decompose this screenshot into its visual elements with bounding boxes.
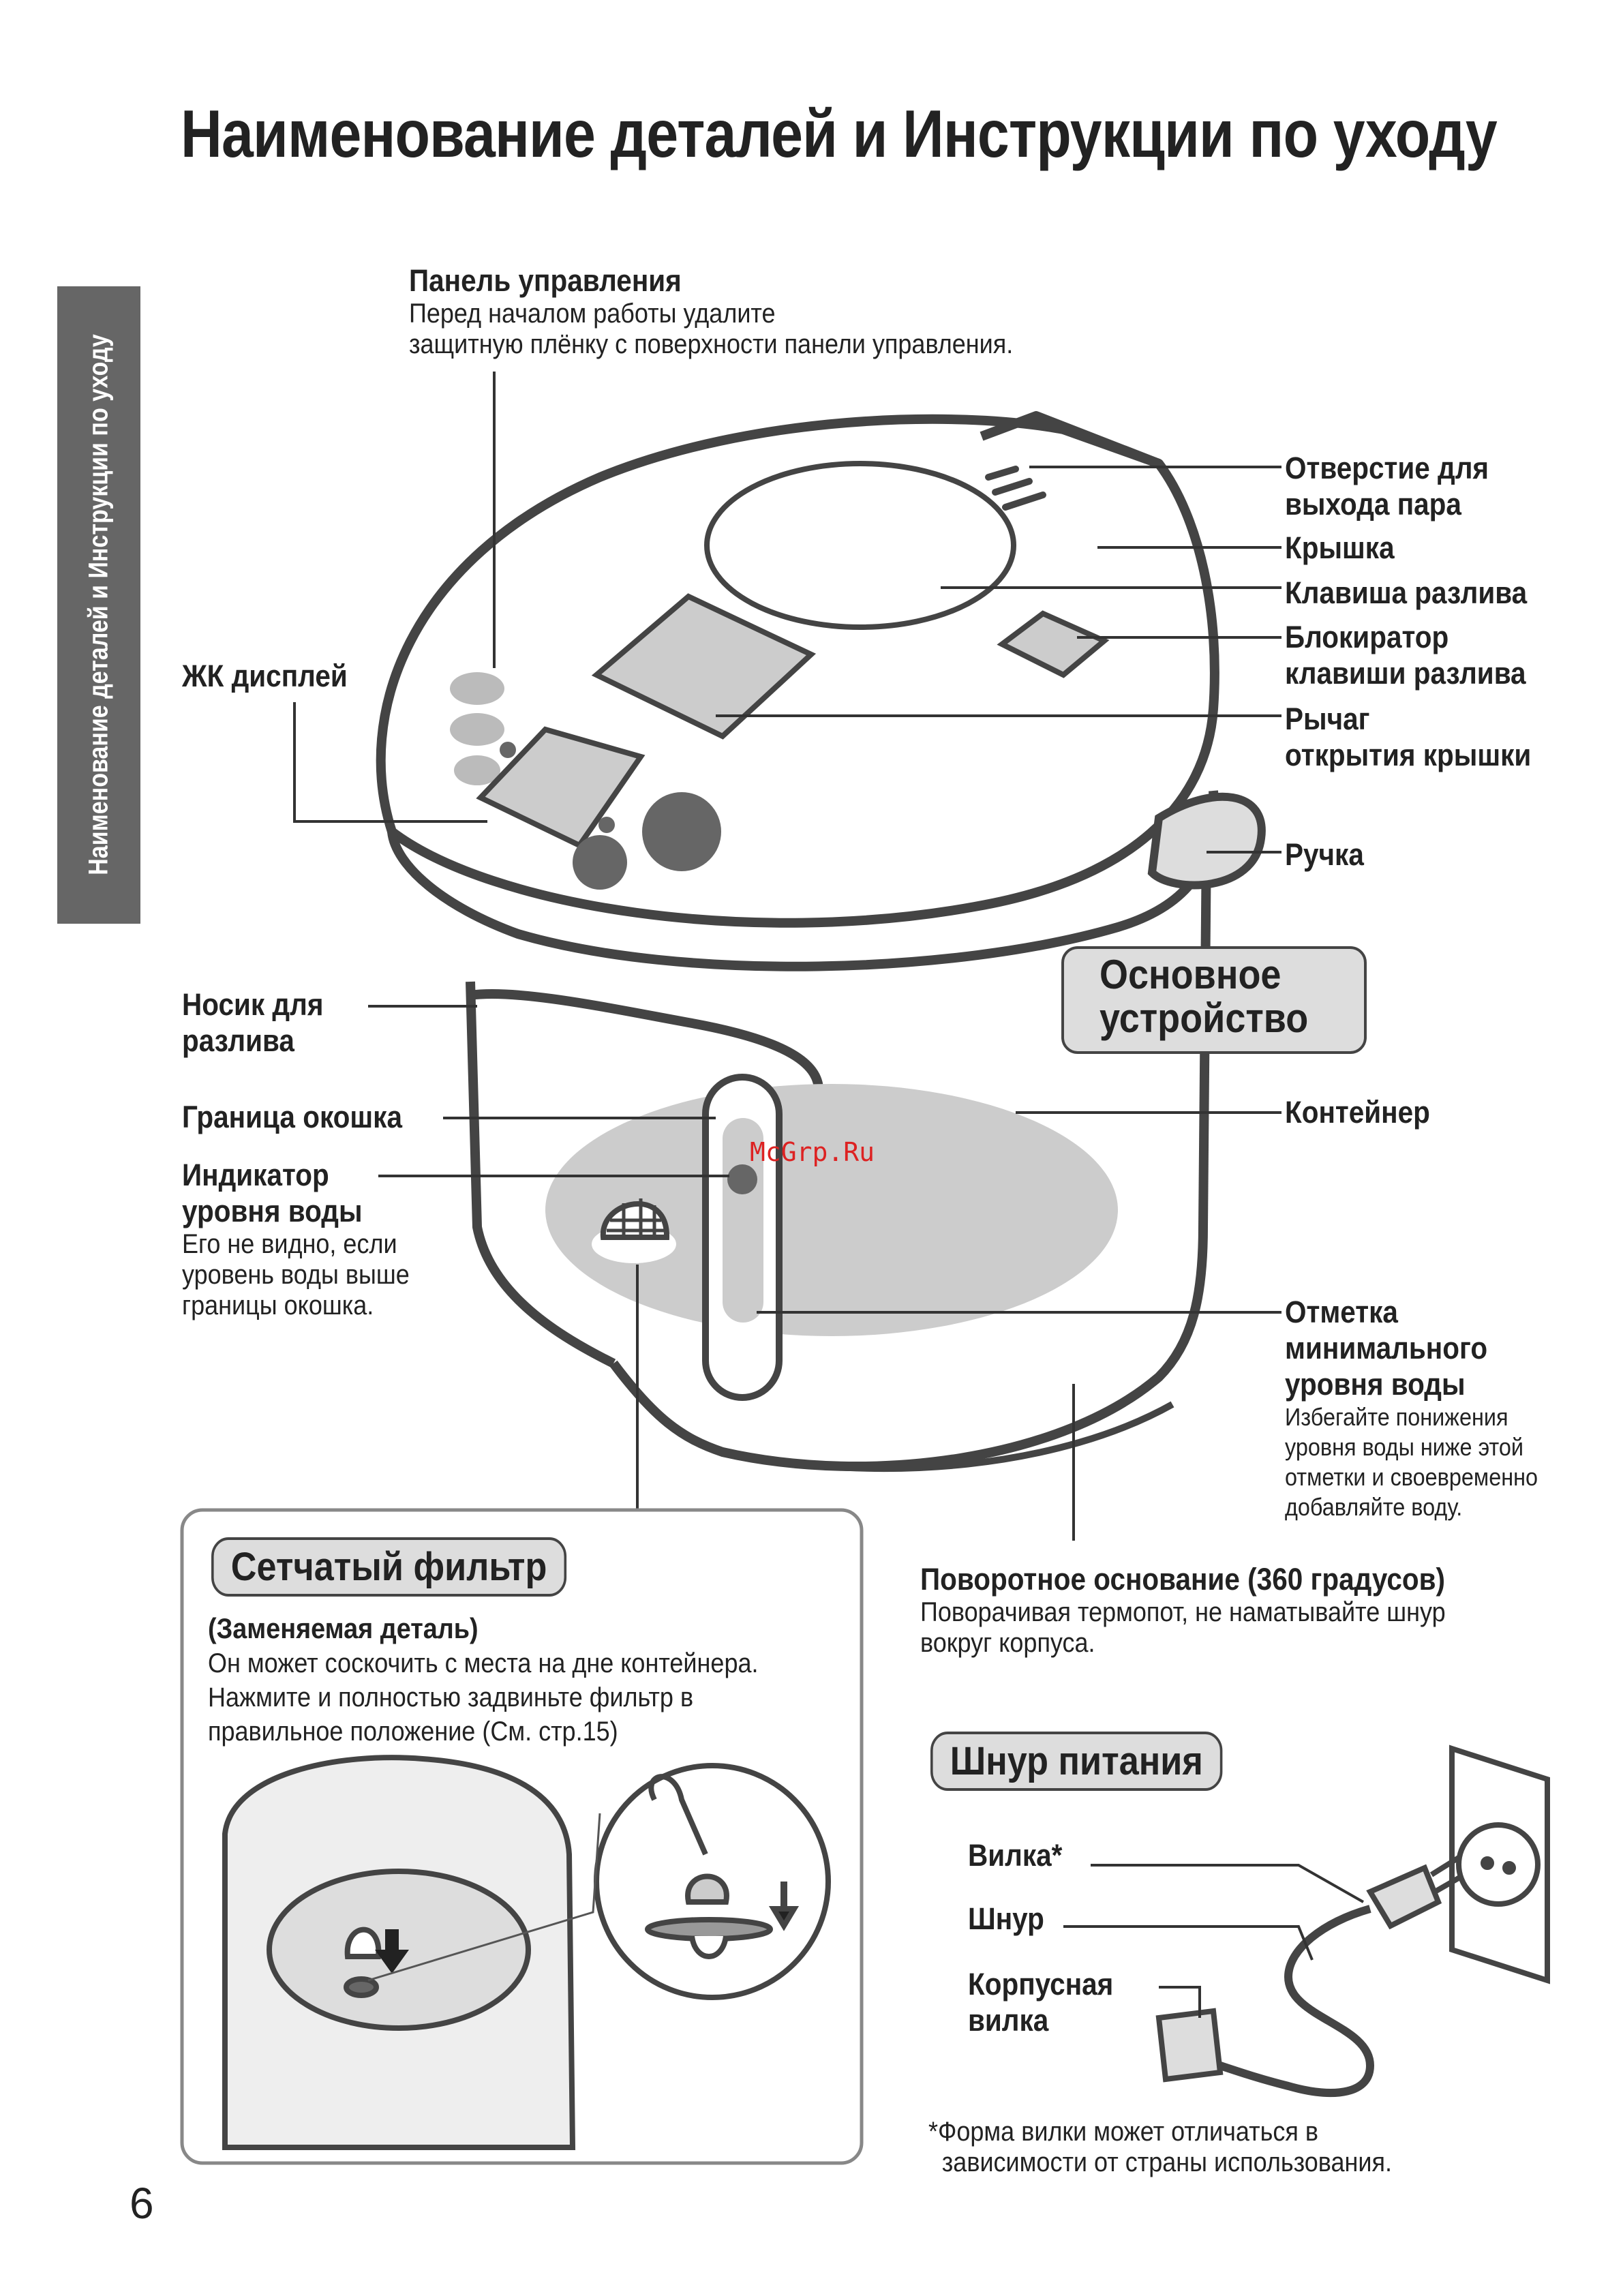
- min-level-note-3: отметки и своевременно: [1285, 1463, 1538, 1491]
- filter-box-title: Сетчатый фильтр: [211, 1537, 567, 1597]
- side-tab-label: Наименование деталей и Инструкции по ухо…: [83, 334, 114, 875]
- key-lock-line-2: клавиши разлива: [1285, 656, 1526, 691]
- window-border-label: Граница окошка: [182, 1100, 402, 1134]
- water-indicator-line-1: Индикатор: [182, 1158, 329, 1192]
- spout-line-2: разлива: [182, 1023, 294, 1058]
- filter-box-text-3: правильное положение (См. стр.15): [208, 1717, 618, 1747]
- steam-vent-label: Отверстие для выхода пара: [1285, 450, 1489, 522]
- min-level-note-1: Избегайте понижения: [1285, 1403, 1508, 1431]
- control-panel-shape: [450, 672, 721, 890]
- lid-lever-line-2: открытия крышки: [1285, 738, 1532, 772]
- main-unit-badge: Основное устройство: [1061, 946, 1367, 1054]
- control-panel-label: Панель управления: [409, 263, 682, 298]
- spout-label: Носик для разлива: [182, 986, 323, 1059]
- dispense-key-label: Клавиша разлива: [1285, 575, 1528, 610]
- filter-box-text: (Заменяемая деталь) Он может соскочить с…: [208, 1610, 758, 1749]
- filter-box-subtitle: (Заменяемая деталь): [208, 1612, 479, 1644]
- plug-label: Вилка*: [968, 1838, 1063, 1873]
- appliance-plug-label: Корпусная вилка: [968, 1966, 1113, 2038]
- appliance-plug-line-1: Корпусная: [968, 1967, 1114, 2002]
- container-window-area: [545, 1084, 1118, 1336]
- leader-lines: [293, 372, 1281, 1541]
- handle-label: Ручка: [1285, 837, 1364, 872]
- lid-circle: [704, 461, 1016, 630]
- min-level-note-2: уровня воды ниже этой: [1285, 1433, 1523, 1461]
- swivel-base-group: Поворотное основание (360 градусов) Пово…: [920, 1561, 1446, 1659]
- container-label: Контейнер: [1285, 1095, 1430, 1130]
- cord-label: Шнур: [968, 1901, 1044, 1936]
- main-unit-line-2: устройство: [1099, 995, 1309, 1041]
- lcd-label: ЖК дисплей: [182, 659, 348, 693]
- filter-box-text-1: Он может соскочить с места на дне контей…: [208, 1648, 759, 1678]
- min-level-line-1: Отметка: [1285, 1295, 1398, 1329]
- lid-label: Крышка: [1285, 530, 1395, 565]
- control-panel-label-group: Панель управления Перед началом работы у…: [409, 262, 1013, 360]
- page-title: Наименование деталей и Инструкции по ухо…: [181, 96, 1498, 171]
- water-indicator-note-1: Его не видно, если: [182, 1229, 397, 1259]
- steam-vent-icon: [985, 466, 1046, 511]
- watermark: McGrp.Ru: [750, 1137, 875, 1167]
- swivel-base-note-1: Поворачивая термопот, не наматывайте шну…: [920, 1597, 1446, 1627]
- spout-line-1: Носик для: [182, 987, 324, 1022]
- appliance-plug-line-2: вилка: [968, 2003, 1049, 2038]
- lid-lever-line-1: Рычаг: [1285, 701, 1370, 736]
- key-lock-label: Блокиратор клавиши разлива: [1285, 619, 1526, 691]
- cord-footnote: *Форма вилки может отличаться в зависимо…: [928, 2117, 1392, 2178]
- mesh-filter-icon: [592, 1198, 676, 1263]
- lid-lever-shape: [591, 593, 817, 740]
- key-lock-shape: [997, 610, 1110, 678]
- lid-lever-label: Рычаг открытия крышки: [1285, 701, 1531, 773]
- cord-box-title: Шнур питания: [930, 1732, 1223, 1791]
- swivel-base-label: Поворотное основание (360 градусов): [920, 1562, 1446, 1597]
- cord-footnote-2: зависимости от страны использования.: [941, 2147, 1393, 2177]
- control-panel-note-1: Перед началом работы удалите: [409, 299, 776, 329]
- cord-footnote-1: *Форма вилки может отличаться в: [928, 2117, 1318, 2147]
- steam-vent-line-1: Отверстие для: [1285, 451, 1489, 485]
- water-indicator-note-2: уровень воды выше: [182, 1260, 410, 1290]
- steam-vent-line-2: выхода пара: [1285, 487, 1461, 522]
- page-number: 6: [130, 2179, 154, 2228]
- water-indicator-group: Индикатор уровня воды Его не видно, если…: [182, 1157, 410, 1321]
- min-level-group: Отметка минимального уровня воды Избегай…: [1285, 1294, 1538, 1522]
- min-level-note-4: добавляйте воду.: [1285, 1493, 1463, 1521]
- handle-shape: [1147, 792, 1266, 890]
- main-unit-line-1: Основное: [1099, 952, 1281, 997]
- key-lock-line-1: Блокиратор: [1285, 620, 1449, 654]
- swivel-base-note-2: вокруг корпуса.: [920, 1628, 1095, 1658]
- filter-box-text-2: Нажмите и полностью задвиньте фильтр в: [208, 1682, 694, 1712]
- water-indicator-line-2: уровня воды: [182, 1194, 363, 1228]
- min-level-line-3: уровня воды: [1285, 1367, 1466, 1402]
- control-panel-note-2: защитную плёнку с поверхности панели упр…: [409, 329, 1014, 359]
- power-cord-illustration: [1155, 1744, 1550, 2097]
- side-tab: Наименование деталей и Инструкции по ухо…: [57, 286, 140, 924]
- water-indicator-dot: [727, 1164, 757, 1194]
- water-indicator-note-3: границы окошка.: [182, 1290, 374, 1320]
- filter-box-illustration: [222, 1755, 831, 2150]
- min-level-line-2: минимального: [1285, 1331, 1488, 1365]
